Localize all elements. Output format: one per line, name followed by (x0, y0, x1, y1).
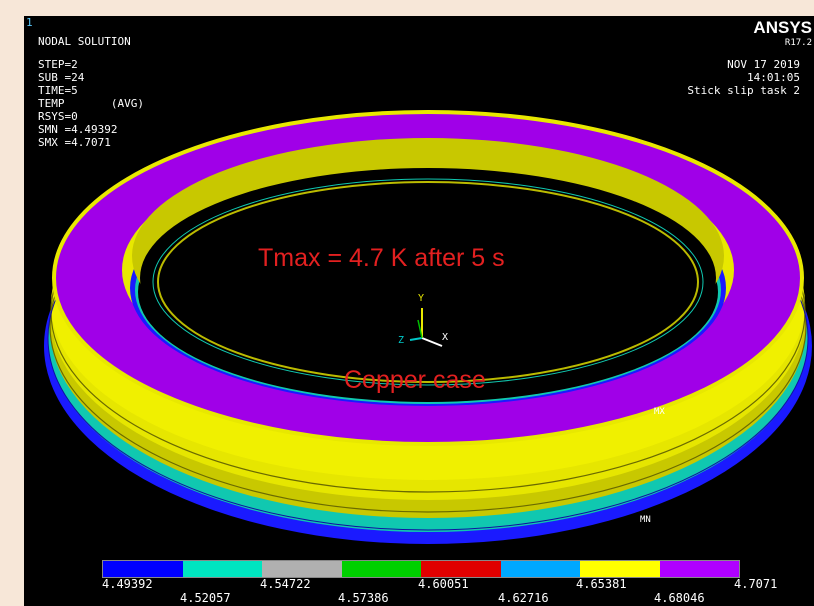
plot-date: NOV 17 2019 (727, 58, 800, 71)
annotation-material: Copper case (344, 366, 486, 394)
axis-z-label: Z (398, 335, 405, 346)
axis-y-label: Y (418, 293, 425, 304)
legend-tick-9: 4.7071 (734, 577, 778, 591)
legend-swatch-4 (341, 561, 421, 577)
solution-time: TIME=5 (38, 84, 78, 97)
legend-swatch-1 (103, 561, 183, 577)
ansys-logo: ANSYS (753, 18, 812, 37)
solution-quantity: TEMP (AVG) (38, 97, 144, 110)
inner-ledge-fringe (152, 178, 704, 386)
legend-swatch-8 (659, 561, 739, 577)
inner-ledge (157, 181, 699, 383)
legend-swatch-2 (182, 561, 262, 577)
axis-triad (409, 308, 443, 347)
solution-min: SMN =4.49392 (38, 123, 118, 136)
ansys-version: R17.2 (784, 38, 812, 48)
min-marker: MN (640, 515, 651, 525)
ring-top-edge (52, 110, 804, 446)
job-title: Stick slip task 2 (687, 84, 800, 97)
legend-tick-6: 4.62716 (498, 591, 549, 605)
legend-swatch-6 (500, 561, 580, 577)
max-marker: MX (654, 407, 665, 417)
legend-tick-1: 4.49392 (102, 577, 153, 591)
legend-swatch-3 (262, 561, 342, 577)
solution-rsys: RSYS=0 (38, 110, 78, 123)
inner-bore-void (140, 168, 716, 388)
ring-model[interactable] (24, 16, 814, 606)
axis-x-label: X (442, 332, 449, 343)
legend-tick-4: 4.57386 (338, 591, 389, 605)
legend-swatch-7 (580, 561, 660, 577)
legend-tick-7: 4.65381 (576, 577, 627, 591)
graphics-viewport[interactable]: 1 NODAL SOLUTION STEP=2 SUB =24 TIME=5 T… (24, 16, 814, 606)
solution-step: STEP=2 (38, 58, 78, 71)
plot-title: NODAL SOLUTION (38, 35, 131, 48)
legend-swatch-5 (421, 561, 501, 577)
legend-tick-8: 4.68046 (654, 591, 705, 605)
legend-tick-3: 4.54722 (260, 577, 311, 591)
legend-tick-5: 4.60051 (418, 577, 469, 591)
window-number: 1 (26, 16, 33, 29)
legend-tick-2: 4.52057 (180, 591, 231, 605)
plot-time: 14:01:05 (747, 71, 800, 84)
contour-legend-bar (102, 560, 740, 578)
annotation-tmax: Tmax = 4.7 K after 5 s (258, 244, 505, 272)
solution-max: SMX =4.7071 (38, 136, 111, 149)
solution-substep: SUB =24 (38, 71, 85, 84)
